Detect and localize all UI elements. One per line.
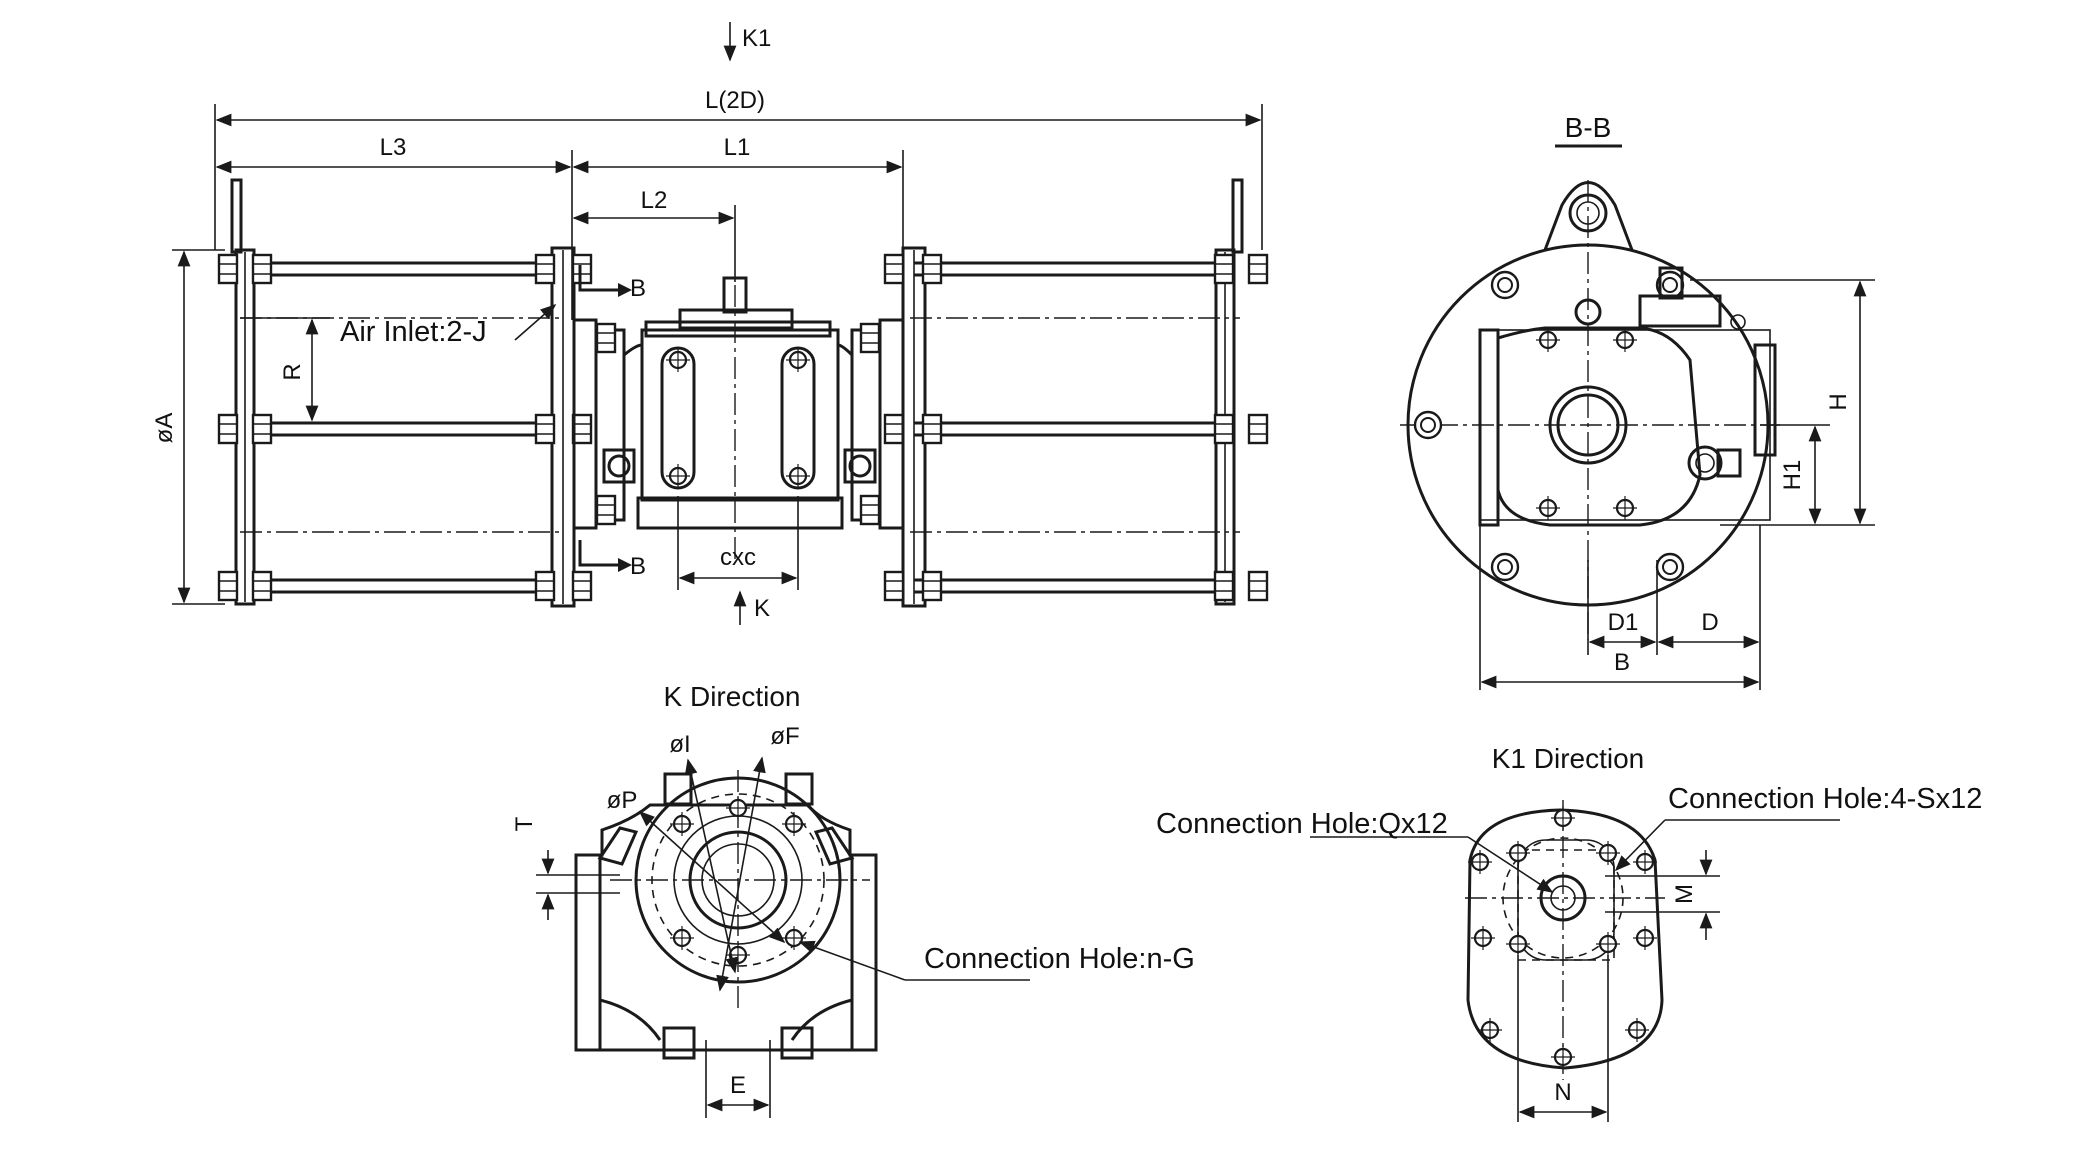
section-view: B-B: [1400, 112, 1875, 690]
dim-n: N: [1554, 1079, 1571, 1106]
dim-d: D: [1701, 609, 1718, 636]
front-view: K1 L(2D) L3 L1 L2 øA R: [151, 22, 1269, 625]
dim-m: M: [1671, 884, 1698, 904]
dim-l3: L3: [380, 134, 407, 161]
k-direction-view: K Direction øI øF øP: [511, 681, 1195, 1118]
section-mark-bottom: B: [630, 553, 646, 580]
dim-e: E: [730, 1072, 746, 1099]
dim-phi-f: øF: [770, 723, 799, 750]
section-mark-top: B: [630, 275, 646, 302]
k1-direction-view: K1 Direction Connection Hole:Qx12 Connec…: [1156, 743, 1982, 1122]
dim-h: H: [1825, 393, 1852, 410]
dim-l2: L2: [641, 187, 668, 214]
k1-connection-note-s: Connection Hole:4-Sx12: [1668, 783, 1982, 815]
dim-phi-p: øP: [607, 787, 638, 814]
dim-d1: D1: [1608, 609, 1639, 636]
k-connection-note: Connection Hole:n-G: [924, 943, 1195, 975]
k-direction-title: K Direction: [664, 681, 801, 712]
air-inlet-note: Air Inlet:2-J: [340, 316, 487, 348]
dim-phi-i: øI: [669, 731, 690, 758]
k-arrow-label: K: [754, 595, 770, 622]
dim-h1: H1: [1779, 460, 1806, 491]
dim-bore-a: øA: [151, 413, 178, 444]
k1-direction-title: K1 Direction: [1492, 743, 1645, 774]
section-title: B-B: [1565, 112, 1612, 143]
dim-total-length: L(2D): [705, 87, 765, 114]
k1-connection-note-q: Connection Hole:Qx12: [1156, 808, 1448, 840]
dim-r: R: [279, 363, 306, 380]
dim-b: B: [1614, 649, 1630, 676]
dim-l1: L1: [724, 134, 751, 161]
dim-cxc: cxc: [720, 544, 756, 571]
dim-t: T: [511, 816, 538, 831]
k1-arrow-label: K1: [742, 25, 771, 52]
